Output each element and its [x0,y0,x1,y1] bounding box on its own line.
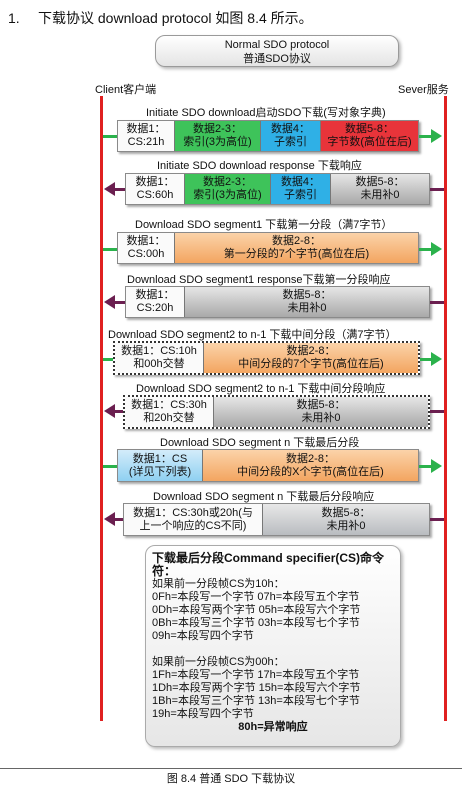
cs-group1-line: 0Dh=本段写两个字节 05h=本段写六个字节 [152,604,361,616]
msg1-cell-4: 数据5-8：字节数(高位在后) [320,121,418,151]
msg7-arrowhead-right [431,459,442,473]
msg2-cell-4: 数据5-8：未用补0 [330,174,429,204]
msg2-cell-1: 数据1：CS:60h [126,174,184,204]
msg7-line-right [419,465,433,468]
msg1-cell-1: 数据1：CS:21h [118,121,174,151]
server-label: Sever服务 [398,84,449,96]
msg3-arrowhead-right [431,242,442,256]
msg8-cell-2: 数据5-8：未用补0 [262,504,429,535]
msg1-title: Initiate SDO download启动SDO下载(写对象字典) [146,107,386,119]
msg8-line-left [113,518,123,521]
msg8-arrowhead-left [104,512,115,526]
cs-group1-line: 0Bh=本段写三个字节 03h=本段写七个字节 [152,617,360,629]
server-lifeline [444,96,447,721]
cs-group2-line: 1Bh=本段写三个字节 13h=本段写七个字节 [152,695,360,707]
cs-group2-line: 19h=本段写四个字节 [152,708,254,720]
msg7-frame: 数据1：CS(详见下列表) 数据2-8：中间分段的X个字节(高位在后) [117,449,419,482]
msg8-title: Download SDO segment n 下载最后分段响应 [153,491,375,503]
cs-title: 下载最后分段Command specifier(CS)命令符： [152,551,385,578]
heading-text: 下载协议 download protocol 如图 8.4 所示。 [38,10,313,26]
msg1-frame: 数据1：CS:21h 数据2-3：索引(3为高位) 数据4：子索引 数据5-8：… [117,120,419,152]
msg6-line-right [430,410,444,413]
msg5-cell-2: 数据2-8：中间分段的7个字节(高位在后) [203,343,418,373]
msg2-cell-2: 数据2-3：索引(3为高位) [184,174,270,204]
msg4-arrowhead-left [104,295,115,309]
msg2-arrowhead-left [104,182,115,196]
msg2-frame: 数据1：CS:60h 数据2-3：索引(3为高位) 数据4：子索引 数据5-8：… [125,173,430,205]
cs-group1-line: 0Fh=本段写一个字节 07h=本段写五个字节 [152,591,360,603]
protocol-title-cn: 普通SDO协议 [243,53,311,65]
msg1-line-right [419,135,433,138]
msg2-line-right [430,188,444,191]
msg3-title: Download SDO segment1 下载第一分段（满7字节） [135,219,393,231]
msg6-cell-2: 数据5-8：未用补0 [213,397,428,427]
msg5-title: Download SDO segment2 to n-1 下载中间分段（满7字节… [108,329,397,341]
figure-caption: 图 8.4 普通 SDO 下载协议 [166,773,296,785]
msg4-cell-1: 数据1：CS:20h [126,287,184,317]
msg7-title: Download SDO segment n 下载最后分段 [160,437,360,449]
msg7-cell-1: 数据1：CS(详见下列表) [118,450,202,481]
msg6-line-left [113,410,123,413]
msg7-cell-2: 数据2-8：中间分段的X个字节(高位在后) [202,450,418,481]
msg2-title: Initiate SDO download response 下载响应 [157,160,362,172]
msg6-title: Download SDO segment2 to n-1 下载中间分段响应 [136,383,386,395]
msg4-title: Download SDO segment1 response下载第一分段响应 [127,274,391,286]
msg5-line-right [420,358,433,361]
msg2-cell-3: 数据4：子索引 [270,174,330,204]
msg1-arrowhead-right [431,129,442,143]
msg4-frame: 数据1：CS:20h 数据5-8：未用补0 [125,286,430,318]
msg6-arrowhead-left [104,404,115,418]
caption-separator [0,768,462,769]
msg3-line-right [419,248,433,251]
protocol-title-box: Normal SDO protocol 普通SDO协议 [155,35,399,67]
msg4-cell-2: 数据5-8：未用补0 [184,287,429,317]
msg1-cell-3: 数据4：子索引 [260,121,320,151]
protocol-title-en: Normal SDO protocol [224,39,330,51]
cs-group1-header: 如果前一分段帧CS为10h： [152,578,285,590]
command-specifier-box: 下载最后分段Command specifier(CS)命令符： 如果前一分段帧C… [145,545,401,747]
msg2-line-left [113,188,125,191]
heading-number: 1. [8,10,20,26]
cs-group2-header: 如果前一分段帧CS为00h： [152,656,285,668]
section-heading: 1. 下载协议 download protocol 如图 8.4 所示。 [8,8,313,28]
msg3-line-left [103,248,117,251]
msg3-cell-2: 数据2-8：第一分段的7个字节(高位在后) [174,233,418,263]
msg8-cell-1: 数据1：CS:30h或20h(与上一个响应的CS不同) [124,504,262,535]
cs-group2-line: 1Fh=本段写一个字节 17h=本段写五个字节 [152,669,360,681]
msg1-line-left [103,135,117,138]
msg3-frame: 数据1：CS:00h 数据2-8：第一分段的7个字节(高位在后) [117,232,419,264]
msg1-cell-2: 数据2-3：索引(3为高位) [174,121,260,151]
cs-abort-code: 80h=异常响应 [238,721,308,733]
msg5-arrowhead-right [431,352,442,366]
client-label: Client客户端 [95,84,157,96]
msg7-line-left [103,465,117,468]
msg8-line-right [430,518,444,521]
cs-group2-line: 1Dh=本段写两个字节 15h=本段写六个字节 [152,682,361,694]
msg8-frame: 数据1：CS:30h或20h(与上一个响应的CS不同) 数据5-8：未用补0 [123,503,430,536]
msg4-line-left [113,301,125,304]
msg5-line-left [103,358,113,361]
cs-spacer [152,643,394,656]
cs-group1-line: 09h=本段写四个字节 [152,630,254,642]
msg3-cell-1: 数据1：CS:00h [118,233,174,263]
msg4-line-right [430,301,444,304]
client-lifeline [100,96,103,721]
